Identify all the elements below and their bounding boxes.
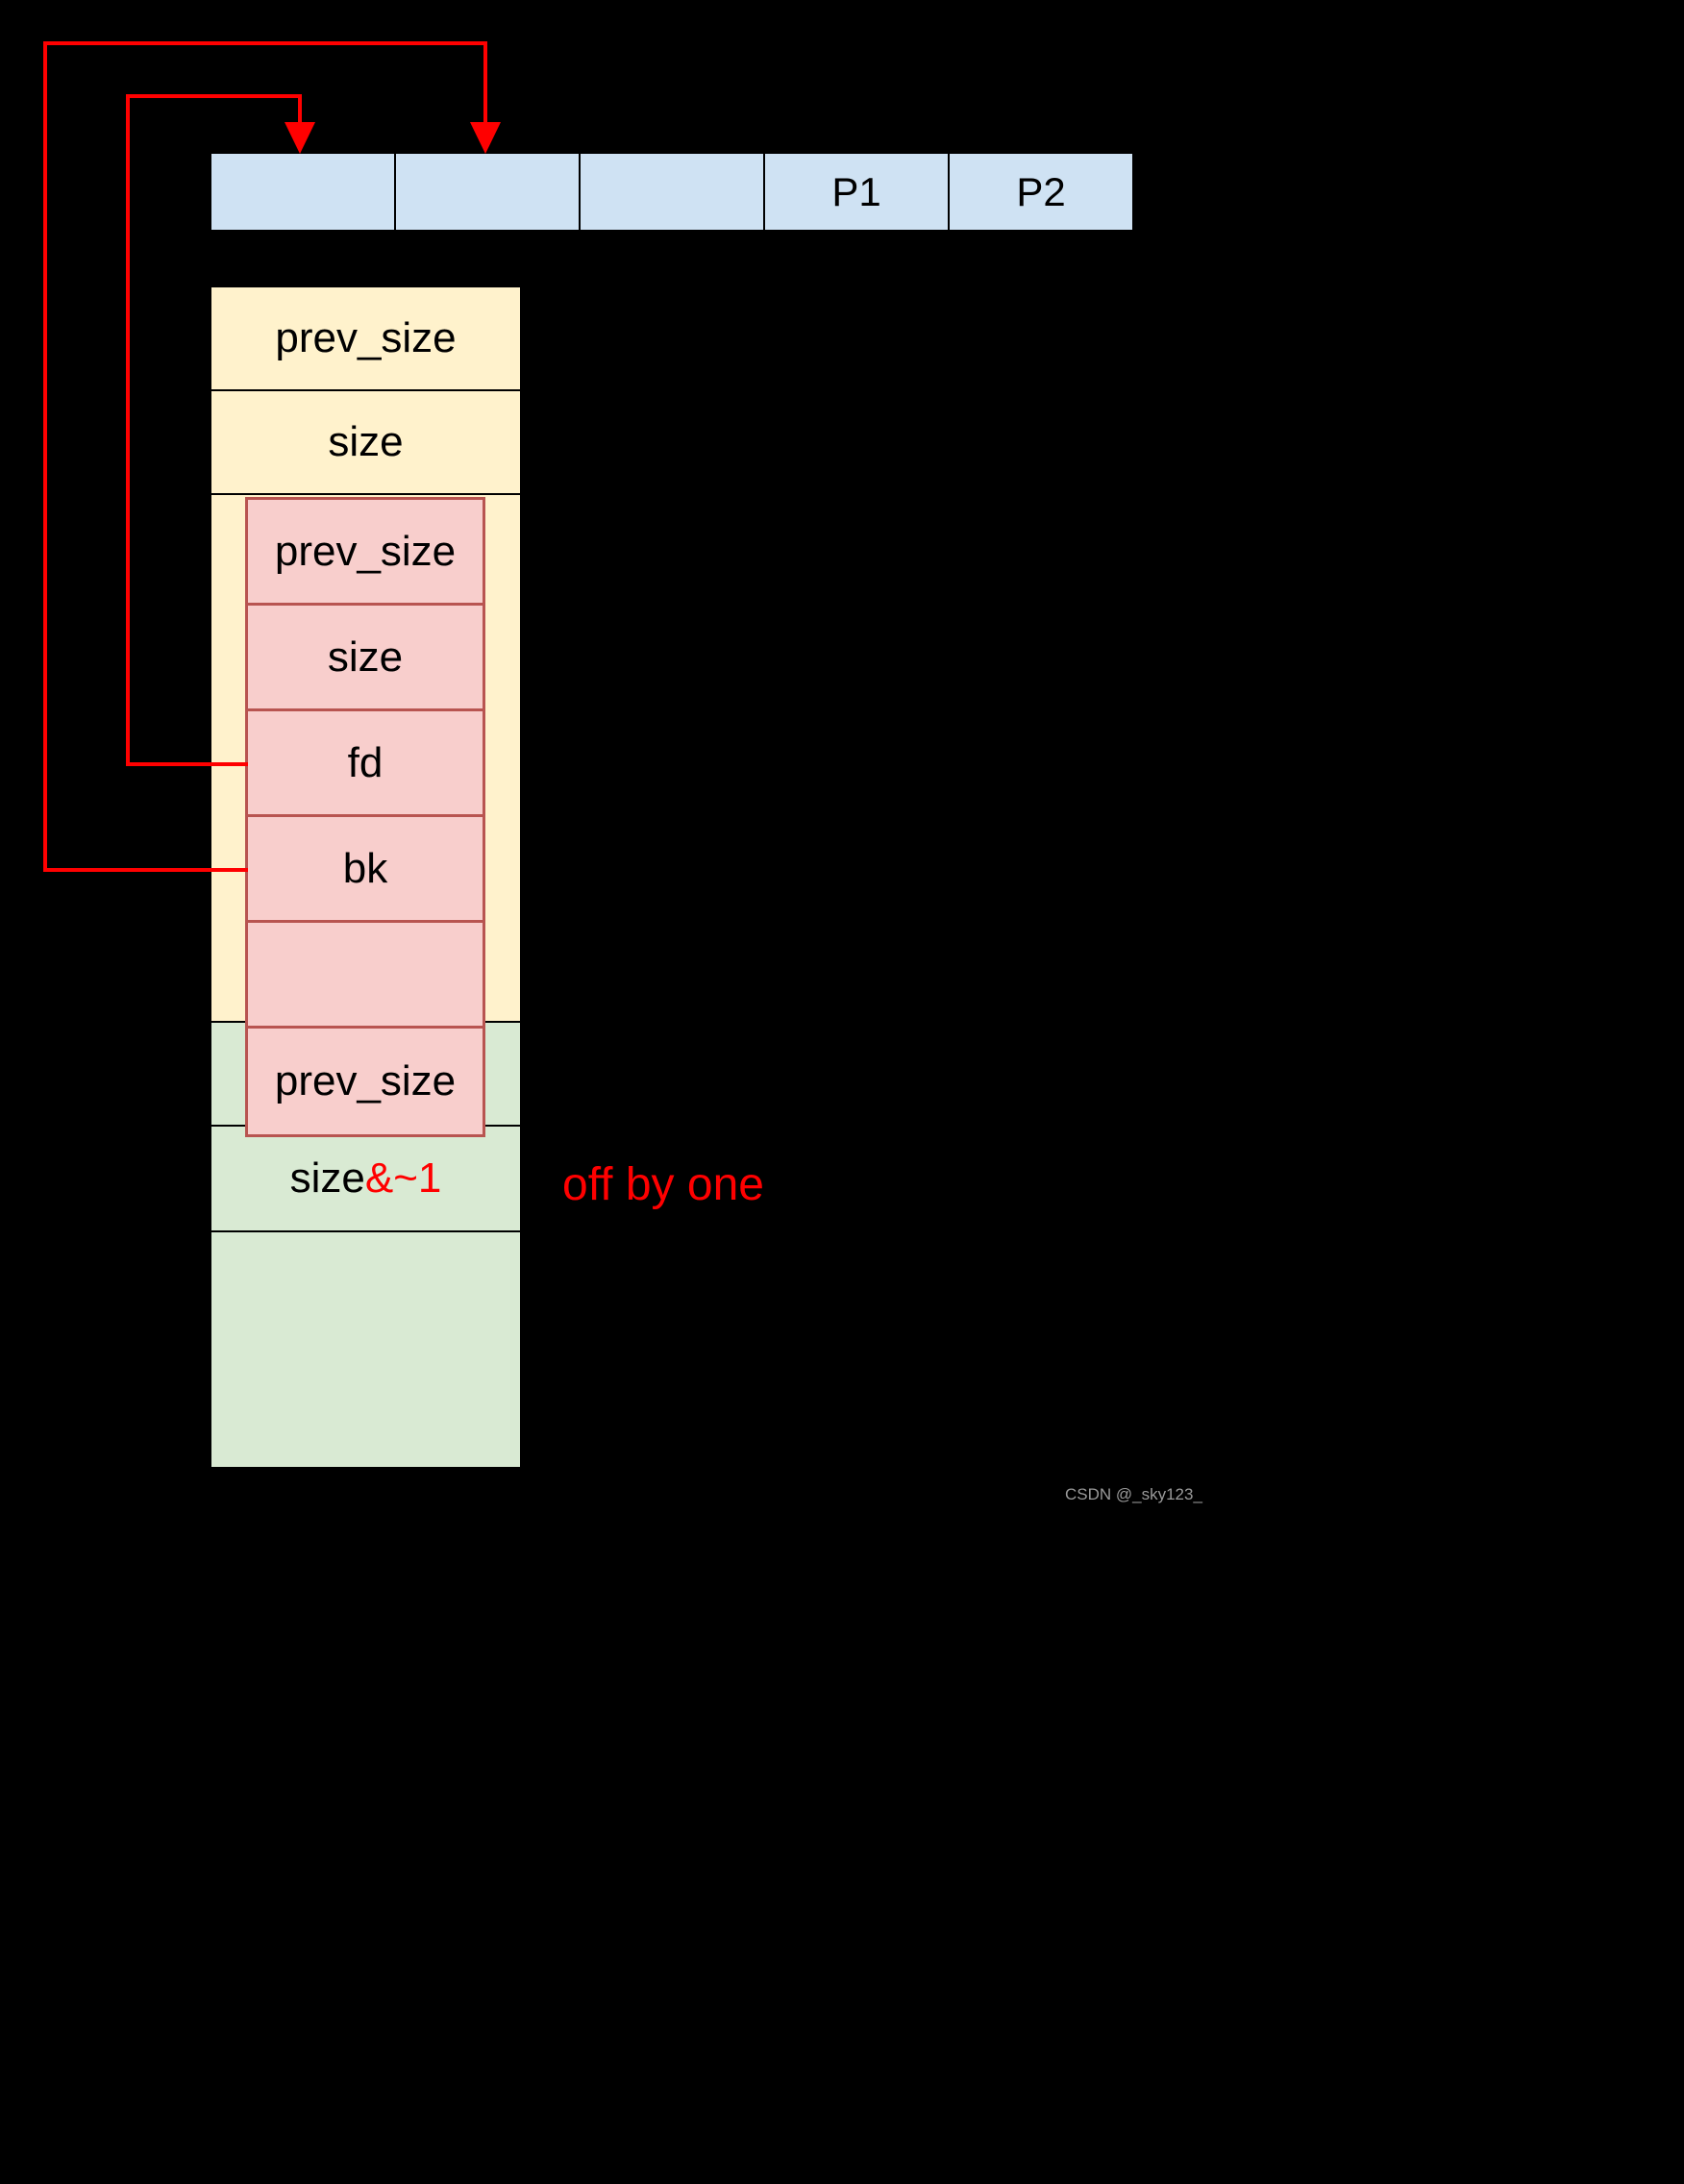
array-cell-0 xyxy=(210,152,396,232)
array-cell-p2-label: P2 xyxy=(1016,168,1066,214)
yellow-chunk-prev-size-field: prev_size xyxy=(210,285,522,391)
yellow-chunk-size-field: size xyxy=(210,389,522,495)
fake-chunk-fd-label: fd xyxy=(347,738,384,786)
watermark: CSDN @_sky123_ xyxy=(1065,1485,1202,1503)
off-by-one-annotation: off by one xyxy=(562,1159,764,1210)
fake-chunk-bk-field: bk xyxy=(248,817,483,923)
fake-chunk-bk-label: bk xyxy=(342,844,388,892)
fake-chunk-prev-size-label: prev_size xyxy=(274,527,457,575)
fake-chunk-size-label: size xyxy=(327,633,404,681)
array-cell-p2: P2 xyxy=(948,152,1134,232)
fake-chunk-next-prev-size-label: prev_size xyxy=(274,1057,457,1104)
fake-chunk: prev_size size fd bk prev_size xyxy=(245,497,485,1137)
fd-arrowhead-icon xyxy=(285,122,315,154)
bk-arrowhead-icon xyxy=(470,122,501,154)
fake-chunk-next-prev-size-field: prev_size xyxy=(248,1029,483,1134)
fake-chunk-empty-field xyxy=(248,923,483,1029)
green-chunk-size-label: size xyxy=(289,1154,365,1202)
yellow-chunk-prev-size-label: prev_size xyxy=(275,314,457,361)
memory-array-bar: P1 P2 xyxy=(210,152,1134,232)
array-cell-1 xyxy=(394,152,581,232)
array-cell-p1: P1 xyxy=(763,152,950,232)
green-chunk-data-area xyxy=(210,1230,522,1469)
fake-chunk-size-field: size xyxy=(248,606,483,711)
green-chunk-size-suffix: &~1 xyxy=(364,1154,442,1202)
green-chunk-size-field: size&~1 xyxy=(210,1125,522,1232)
fake-chunk-prev-size-field: prev_size xyxy=(248,500,483,606)
array-cell-2 xyxy=(579,152,765,232)
fake-chunk-fd-field: fd xyxy=(248,711,483,817)
array-cell-p1-label: P1 xyxy=(831,168,881,214)
yellow-chunk-size-label: size xyxy=(328,418,404,465)
